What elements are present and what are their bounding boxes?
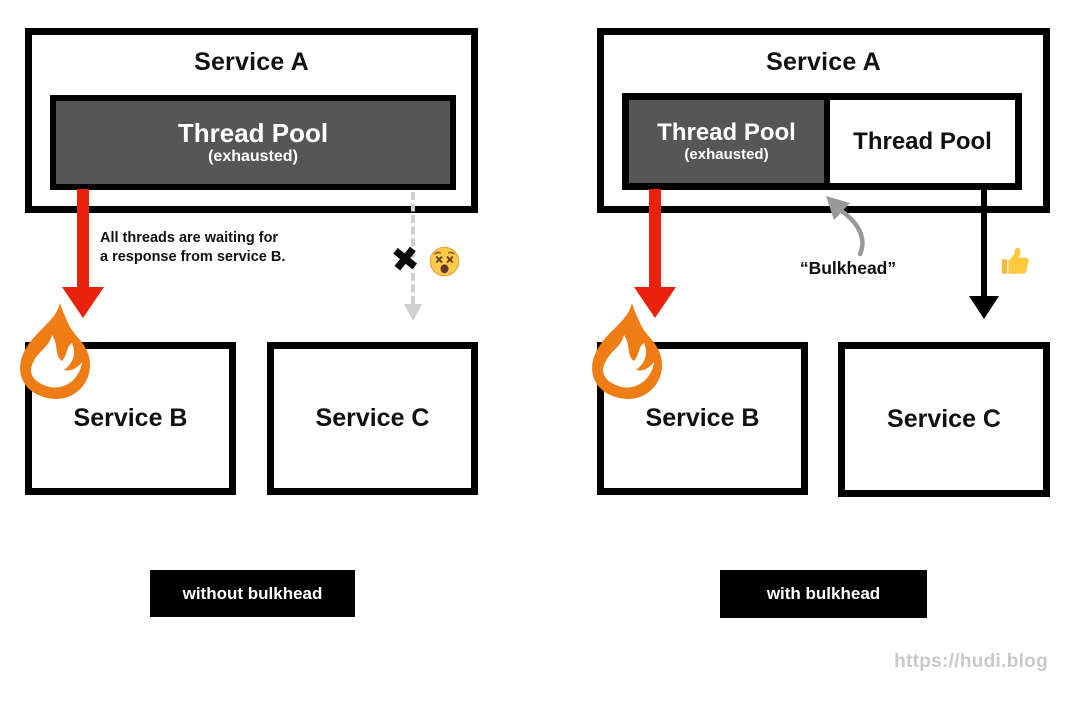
caption-without-bulkhead-text: without bulkhead — [182, 583, 323, 603]
x-mark-icon: ✖ — [389, 239, 422, 281]
red-arrow-head-right — [634, 287, 676, 318]
red-arrow-shaft-right — [649, 189, 661, 288]
black-arrow-head — [969, 296, 999, 319]
watermark-url: https://hudi.blog — [894, 651, 1048, 672]
thread-pool-exhausted-right: Thread Pool (exhausted) — [629, 100, 824, 183]
service-a-title-right: Service A — [766, 48, 881, 76]
thread-pool-subtitle: (exhausted) — [208, 148, 298, 165]
bulkhead-divider — [824, 100, 830, 183]
service-c-box-right: Service C — [838, 342, 1050, 497]
thread-pool-title: Thread Pool — [177, 118, 329, 148]
threads-waiting-note: All threads are waiting for a response f… — [100, 229, 285, 267]
dizzy-face-icon — [429, 246, 460, 277]
bulkhead-pointer-arrow-icon — [826, 196, 865, 257]
fire-icon-left — [20, 303, 91, 399]
service-c-label-left: Service C — [315, 404, 430, 432]
service-b-label-right: Service B — [645, 404, 760, 432]
thread-pool-subtitle: (exhausted) — [684, 145, 769, 163]
service-c-box-left: Service C — [267, 342, 478, 495]
red-arrow-shaft-left — [77, 189, 89, 288]
caption-without-bulkhead: without bulkhead — [150, 570, 355, 617]
service-a-title-left: Service A — [194, 48, 309, 76]
service-b-label-left: Service B — [73, 404, 188, 432]
service-c-label-right: Service C — [887, 405, 1001, 433]
bulkhead-label: “Bulkhead” — [799, 258, 897, 278]
note-line-1: All threads are waiting for — [100, 230, 279, 246]
fire-icon-right — [592, 303, 662, 399]
thread-pool-title: Thread Pool — [657, 118, 796, 146]
black-arrow-shaft — [981, 190, 987, 297]
dashed-arrow-shaft — [411, 192, 415, 304]
dashed-arrow-head — [404, 304, 422, 321]
thumbs-up-icon — [1001, 247, 1029, 274]
thread-pool-container-right: Thread Pool (exhausted) Thread Pool — [622, 93, 1022, 190]
thread-pool-title: Thread Pool — [853, 127, 992, 155]
thread-pool-exhausted-left: Thread Pool (exhausted) — [50, 95, 456, 190]
caption-with-bulkhead: with bulkhead — [720, 570, 927, 618]
caption-with-bulkhead-text: with bulkhead — [766, 584, 881, 603]
thread-pool-healthy-right: Thread Pool — [830, 100, 1015, 183]
note-line-2: a response from service B. — [100, 249, 286, 265]
red-arrow-head-left — [62, 287, 104, 318]
